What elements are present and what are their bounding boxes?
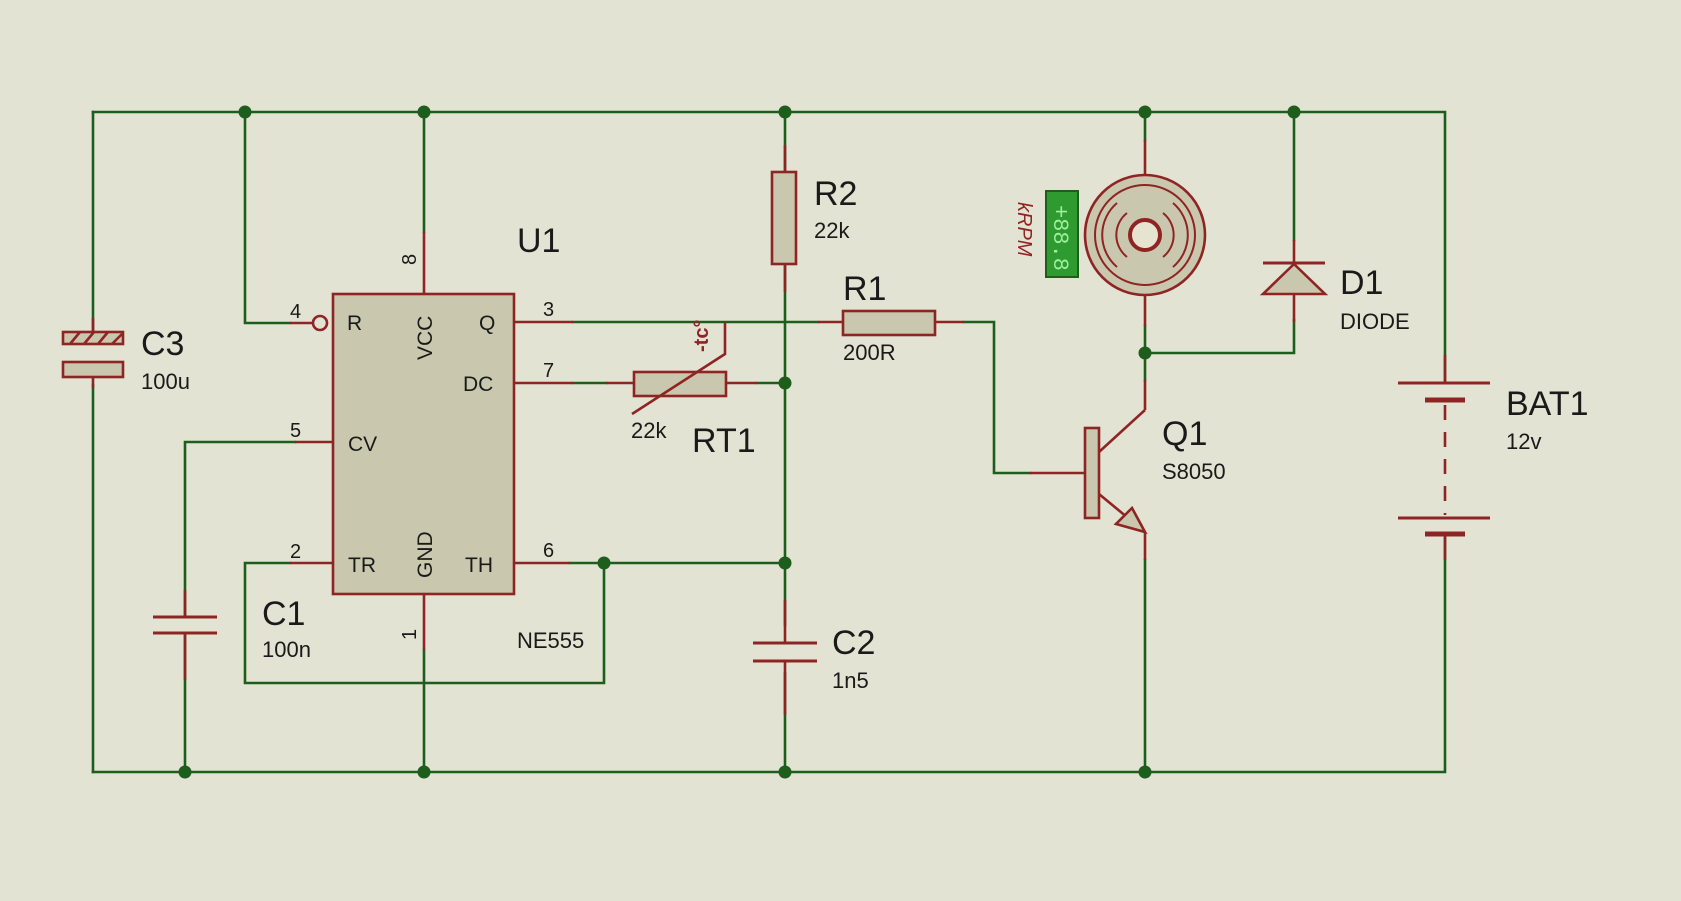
top-rail-wire	[91, 110, 1447, 385]
d1-diode[interactable]: D1 DIODE	[1259, 240, 1410, 334]
c3-plate-hatch	[69, 331, 123, 345]
pin-number-7: 7	[543, 360, 554, 382]
r2-body	[770, 170, 798, 266]
r1-resistor[interactable]: R1 200R	[818, 270, 964, 365]
junction-dot	[1138, 346, 1152, 360]
q1-value: S8050	[1162, 459, 1226, 484]
reset-inversion-bubble	[311, 314, 329, 332]
c2-capacitor[interactable]: C2 1n5	[753, 600, 875, 715]
junction-dot	[1138, 765, 1152, 779]
pin-name-q: Q	[479, 312, 495, 335]
q1-base-bar	[1083, 426, 1101, 520]
c3-capacitor[interactable]: C3 100u	[61, 318, 190, 394]
junction-dot	[238, 105, 252, 119]
junction-dot	[778, 376, 792, 390]
rt1-tc-slash	[631, 322, 727, 416]
motor-field-arc-left	[1101, 202, 1128, 268]
c1-reference: C1	[262, 595, 305, 633]
d1-anode-triangle	[1259, 262, 1329, 296]
diode-bottom-wire	[1143, 318, 1296, 355]
junction-dot	[778, 105, 792, 119]
motor-rotor-ring	[1094, 184, 1196, 286]
pin-number-2: 2	[290, 541, 301, 563]
pin-name-dc: DC	[463, 373, 493, 396]
pin-name-vcc: VCC	[414, 316, 437, 360]
u1-value: NE555	[517, 628, 584, 653]
c1-value: 100n	[262, 637, 311, 662]
rpm-display-background	[1045, 190, 1079, 278]
motor-field-arc-right	[1162, 202, 1189, 268]
c1-capacitor[interactable]: C1 100n	[153, 590, 311, 680]
c2-reference: C2	[832, 624, 875, 662]
motor-shaft	[1128, 218, 1162, 252]
bat1-reference: BAT1	[1506, 385, 1589, 423]
cv-wire	[183, 440, 297, 619]
trigger-loop-wire	[243, 561, 606, 685]
pin-name-reset: R	[347, 312, 362, 335]
c3-plate-negative	[61, 360, 125, 379]
junction-dot	[597, 556, 611, 570]
r2-value: 22k	[814, 218, 850, 243]
c3-reference: C3	[141, 325, 184, 363]
pin-name-th: TH	[465, 554, 493, 577]
pin-number-8: 8	[399, 254, 421, 265]
r1-body	[841, 309, 937, 337]
bat1-battery[interactable]: BAT1 12v	[1398, 355, 1589, 560]
d1-value: DIODE	[1340, 309, 1410, 334]
pin-number-1: 1	[399, 629, 421, 640]
rt1-reference: RT1	[692, 422, 756, 460]
pin-number-4: 4	[290, 301, 301, 323]
r1-reference: R1	[843, 270, 886, 308]
junction-dot	[178, 765, 192, 779]
pin-name-gnd: GND	[414, 531, 437, 578]
dc-motor[interactable]: +88.8 kRPM	[1013, 140, 1207, 326]
r1-value: 200R	[843, 340, 896, 365]
c3-value: 100u	[141, 369, 190, 394]
ground-rail-wire	[91, 534, 1447, 774]
q1-collector-leg	[1098, 409, 1146, 453]
junction-dot	[778, 765, 792, 779]
rt1-tc-symbol: -tc°	[691, 320, 713, 352]
junction-dot	[1138, 105, 1152, 119]
junction-dot	[417, 765, 431, 779]
base-wire	[962, 320, 1032, 475]
r2-reference: R2	[814, 175, 857, 213]
pin-name-cv: CV	[348, 433, 377, 456]
junction-dot	[417, 105, 431, 119]
rpm-unit-label: kRPM	[1013, 202, 1035, 257]
u1-body	[331, 292, 516, 596]
rt1-thermistor[interactable]: -tc° RT1 22k	[606, 320, 757, 460]
u1-ne555[interactable]: R Q DC CV TR TH VCC GND 4 5 2 3 7 6 8 1 …	[290, 222, 584, 653]
q1-emitter-arrow	[1113, 505, 1148, 535]
pin-number-5: 5	[290, 420, 301, 442]
rpm-display-readout: +88.8	[1047, 205, 1072, 271]
junctions	[178, 105, 1301, 779]
rt1-value: 22k	[631, 418, 667, 443]
r2-resistor[interactable]: R2 22k	[770, 145, 857, 292]
reset-wire	[243, 110, 292, 325]
pin-number-6: 6	[543, 540, 554, 562]
c2-value: 1n5	[832, 668, 869, 693]
pin-number-3: 3	[543, 299, 554, 321]
d1-reference: D1	[1340, 264, 1383, 302]
pin-name-tr: TR	[348, 554, 376, 577]
junction-dot	[1287, 105, 1301, 119]
q1-transistor[interactable]: Q1 S8050	[1030, 380, 1226, 560]
junction-dot	[778, 556, 792, 570]
u1-reference: U1	[517, 222, 560, 260]
q1-reference: Q1	[1162, 415, 1207, 453]
bat1-value: 12v	[1506, 429, 1541, 454]
